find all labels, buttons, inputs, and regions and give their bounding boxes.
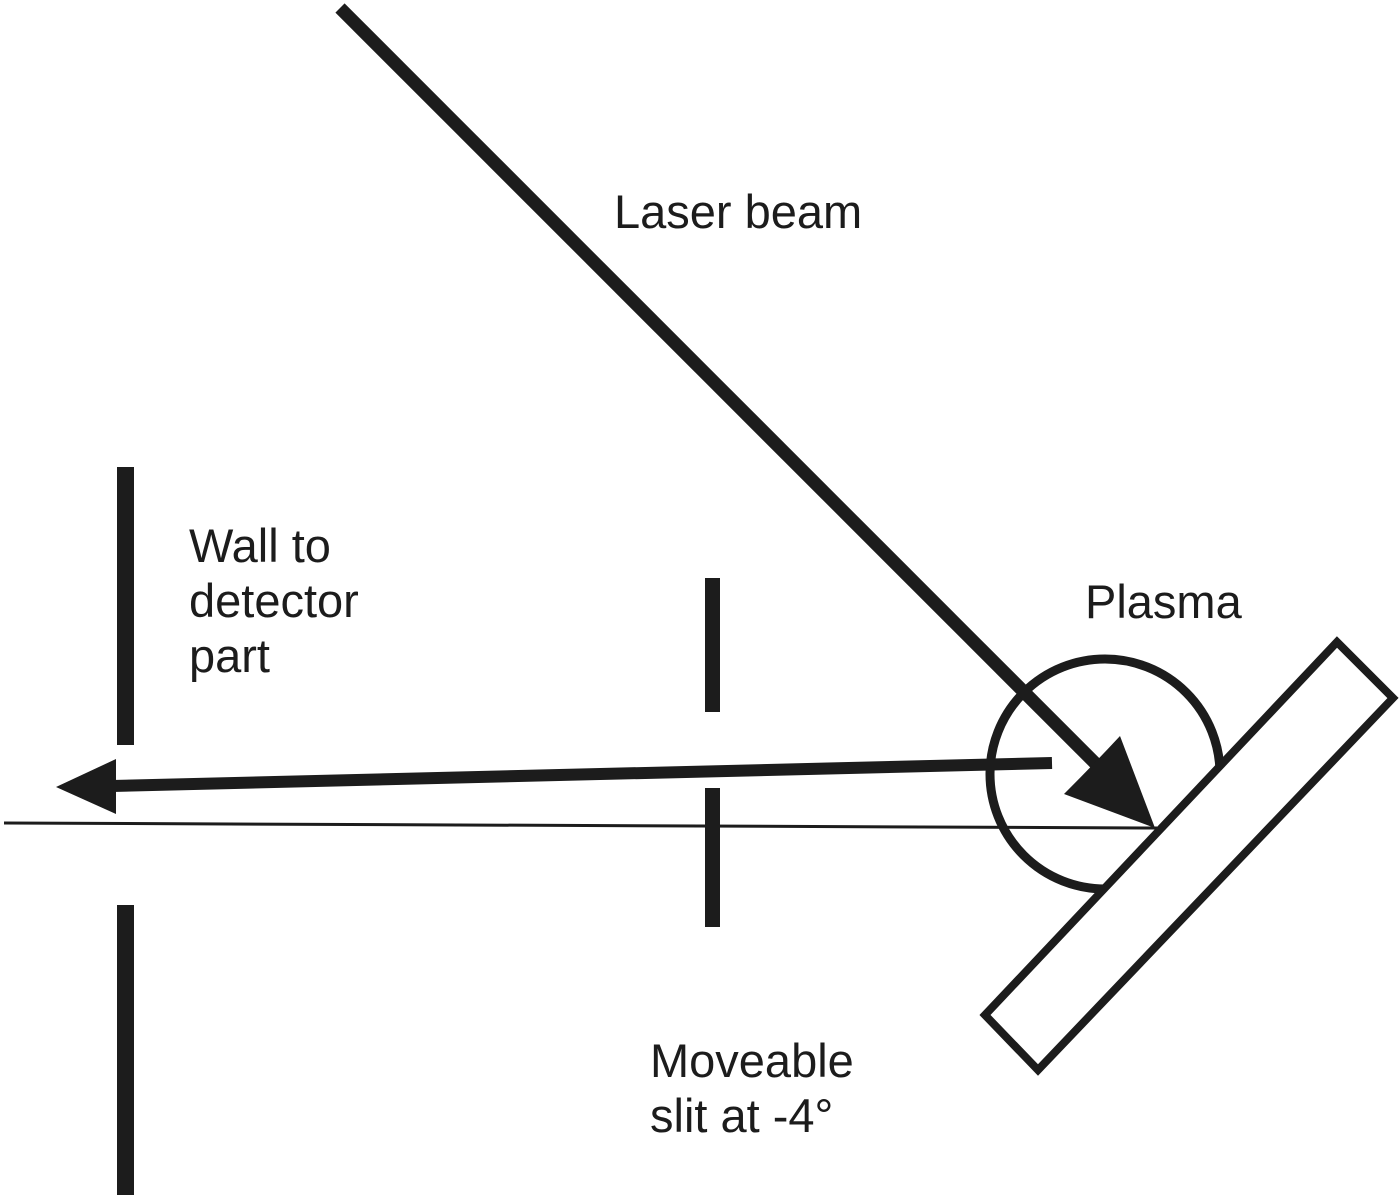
laser-beam-label: Laser beam [614,185,862,238]
detector-arrowhead-icon [56,759,116,814]
laser-beam-line [335,3,1108,776]
slit-label-line-1: Moveable [650,1034,854,1087]
slit-lower-bar [705,788,720,927]
optical-axis-line [3,821,1158,830]
wall-label-line-2: detector [189,574,359,627]
detector-arrow-shaft [111,757,1053,792]
target-slab [979,636,1399,1076]
wall-lower-bar [117,905,134,1195]
slit-upper-bar [705,578,720,712]
plasma-label: Plasma [1085,575,1243,628]
wall-label-line-3: part [189,629,270,682]
wall-label-line-1: Wall to [189,519,331,572]
laser-arrowhead-icon [1064,736,1155,828]
slit-label-line-2: slit at -4° [650,1089,833,1142]
wall-upper-bar [117,467,134,745]
